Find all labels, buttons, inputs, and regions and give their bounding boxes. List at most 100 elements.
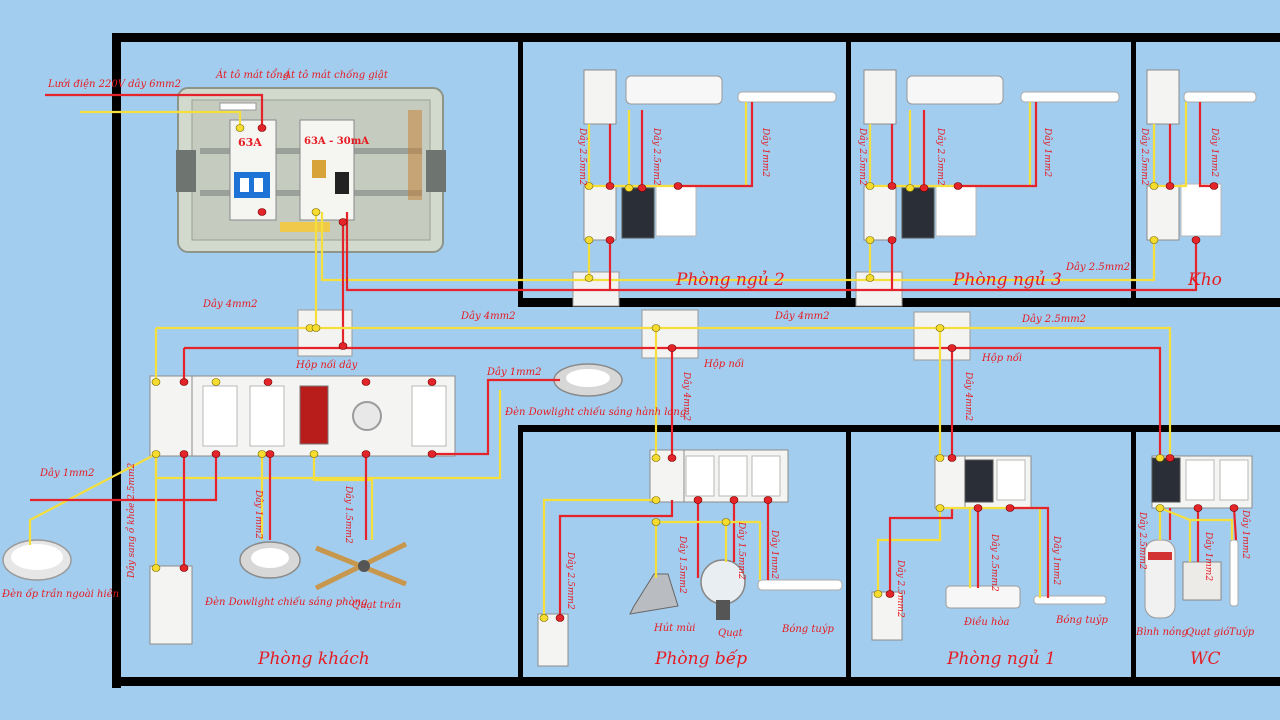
wire-b2-ac: Dây 2.5mm2 xyxy=(651,128,661,186)
porch-light-neutral xyxy=(28,453,157,545)
b1-ac-neutral xyxy=(940,506,972,588)
kitchen-socket-neutral xyxy=(542,498,656,618)
terminal-point xyxy=(605,182,615,190)
main-breaker-rating: 63A xyxy=(238,136,262,149)
terminal-point xyxy=(865,182,875,190)
wire-b3-socket: Dây 2.5mm2 xyxy=(857,128,867,186)
terminal-point xyxy=(555,614,565,622)
terminal-point xyxy=(263,378,273,386)
room-bedroom2-label: Phòng ngủ 2 xyxy=(676,270,785,290)
terminal-point xyxy=(1229,504,1239,512)
terminal-point xyxy=(667,344,677,352)
terminal-point xyxy=(151,378,161,386)
terminal-point xyxy=(179,450,189,458)
room-wc-label: WC xyxy=(1190,649,1221,669)
wire-socket-light: Dây sang ổ khỏe 2.5mm2 xyxy=(127,462,137,578)
terminal-point xyxy=(885,590,895,598)
supply-neutral-wire xyxy=(80,110,242,128)
terminal-point xyxy=(1191,236,1201,244)
wire-2.5mm-right: Dây 2.5mm2 xyxy=(1022,314,1087,325)
fan-neutral xyxy=(312,454,374,540)
main-bus-live xyxy=(184,346,1162,458)
room-bedroom3-label: Phòng ngủ 3 xyxy=(953,270,1062,290)
terminal-point xyxy=(257,124,267,132)
terminal-point xyxy=(651,324,661,332)
wire-4mm-mid: Dây 4mm2 xyxy=(461,311,516,322)
terminal-point xyxy=(667,454,677,462)
terminal-point xyxy=(539,614,549,622)
terminal-point xyxy=(584,236,594,244)
wire-wc-light: Dây 1mm2 xyxy=(1240,510,1250,560)
bus-neutral-top xyxy=(320,212,1156,282)
junction-living-label: Hộp nối dây xyxy=(296,360,358,371)
terminal-point xyxy=(673,182,683,190)
terminal-point xyxy=(1149,182,1159,190)
terminal-point xyxy=(887,236,897,244)
terminal-point xyxy=(338,342,348,350)
terminal-point xyxy=(605,236,615,244)
wire-1mm-down: Dây 1mm2 xyxy=(253,490,263,540)
terminal-point xyxy=(1155,454,1165,462)
terminal-point xyxy=(651,518,661,526)
terminal-point xyxy=(935,504,945,512)
terminal-point xyxy=(151,564,161,572)
terminal-point xyxy=(651,496,661,504)
terminal-point xyxy=(1165,182,1175,190)
terminal-point xyxy=(721,518,731,526)
terminal-point xyxy=(651,454,661,462)
wires-layer xyxy=(28,93,1238,618)
wire-storage-light: Dây 1mm2 xyxy=(1209,128,1219,178)
fan-k-neutral xyxy=(656,520,728,562)
bedroom1-tube-light-label: Bóng tuýp xyxy=(1056,615,1108,626)
terminal-point xyxy=(947,454,957,462)
k-light-neutral xyxy=(726,520,762,580)
b1-light-live xyxy=(1010,506,1050,598)
wire-4mm-right: Dây 4mm2 xyxy=(775,311,830,322)
wire-wc-fan: Dây 1mm2 xyxy=(1203,532,1213,582)
wire-1mm-left: Dây 1mm2 xyxy=(40,468,95,479)
terminal-point xyxy=(865,274,875,282)
terminal-point xyxy=(309,450,319,458)
wire-kitchen-light: Dây 1mm2 xyxy=(769,530,779,580)
range-hood-label: Hút mùi xyxy=(654,623,696,634)
water-heater-label: Bình nóng xyxy=(1136,627,1188,638)
grid-supply-label: Lưới điện 220V dây 6mm2 xyxy=(48,79,181,90)
terminal-point xyxy=(693,496,703,504)
terminal-point xyxy=(729,496,739,504)
terminal-point xyxy=(338,218,348,226)
main-breaker-label: Át tô mát tổng xyxy=(216,70,290,81)
wire-wc-heater: Dây 2.5mm2 xyxy=(1137,512,1147,570)
wire-b1-socket: Dây 2.5mm2 xyxy=(895,560,905,618)
terminal-point xyxy=(624,184,634,192)
room-downlight-label: Đèn Dowlight chiếu sáng phòng xyxy=(205,597,368,608)
supply-live-wire xyxy=(45,93,264,128)
b3-light-live xyxy=(958,102,1038,188)
ceiling-fan-label: Quạt trần xyxy=(352,600,402,611)
wire-kitchen-socket: Dây 2.5mm2 xyxy=(565,552,575,610)
junction-right-label: Hộp nối xyxy=(982,353,1023,364)
terminal-point xyxy=(427,378,437,386)
terminal-point xyxy=(1155,504,1165,512)
electrical-panel xyxy=(176,87,446,253)
exhaust-fan-label: Quạt gió xyxy=(1186,627,1230,638)
terminal-point xyxy=(257,208,267,216)
terminal-point xyxy=(179,564,189,572)
fan-label: Quạt xyxy=(718,628,743,639)
wc-light-neutral xyxy=(1190,518,1234,540)
wire-bed1-drop: Dây 4mm2 xyxy=(963,372,973,422)
b1-socket-neutral xyxy=(876,508,942,594)
bus-live-top xyxy=(345,212,1198,292)
terminal-point xyxy=(1005,504,1015,512)
terminal-point xyxy=(361,378,371,386)
terminal-point xyxy=(935,324,945,332)
rcbo-label: Át tô mát chống giật xyxy=(284,70,388,81)
b1-light-neutral xyxy=(970,506,1042,598)
living-hall-live xyxy=(432,378,560,456)
terminal-point xyxy=(973,504,983,512)
kitchen-tube-light-label: Bóng tuýp xyxy=(782,624,834,635)
wire-2.5mm-top: Dây 2.5mm2 xyxy=(1066,262,1131,273)
terminal-point xyxy=(873,590,883,598)
terminal-point xyxy=(257,450,267,458)
wire-b2-socket: Dây 2.5mm2 xyxy=(577,128,587,186)
